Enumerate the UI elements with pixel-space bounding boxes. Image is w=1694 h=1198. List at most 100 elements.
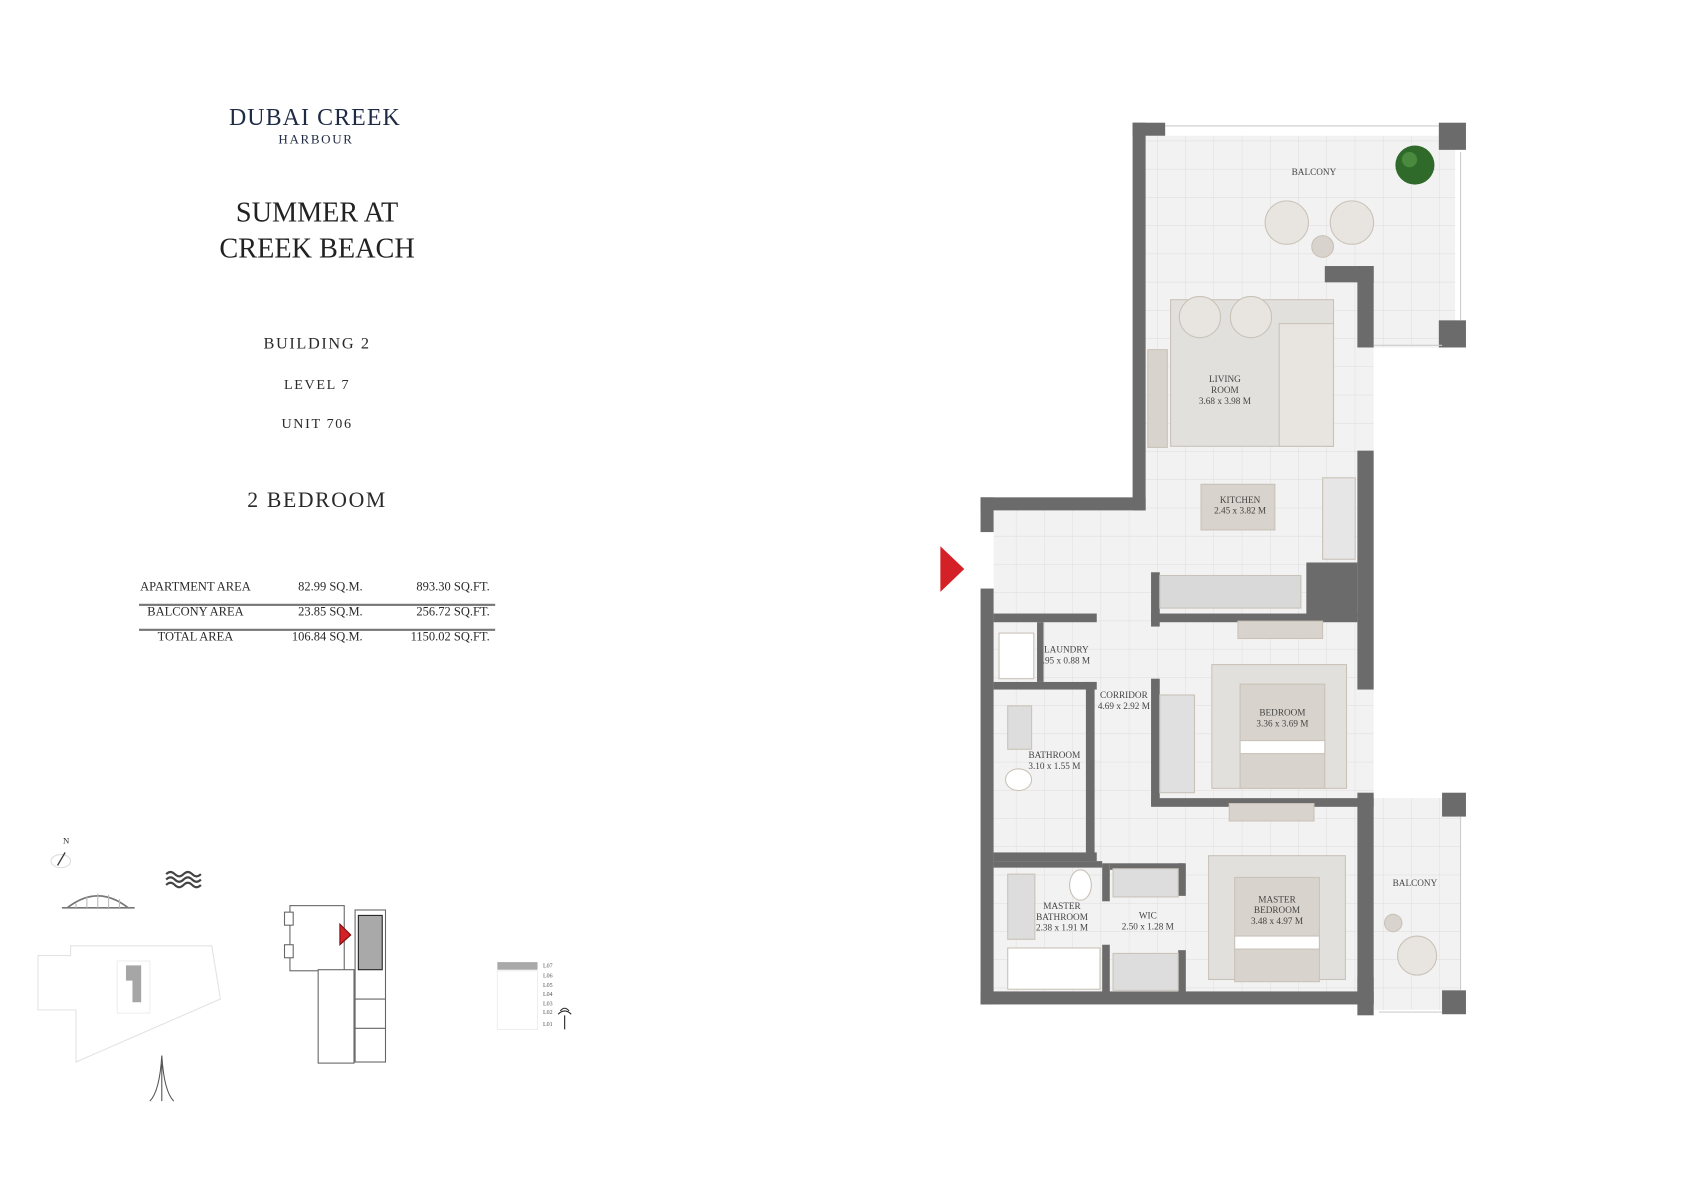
room-name: MASTER <box>1043 900 1081 912</box>
unit-label: UNIT 706 <box>281 414 353 432</box>
level-label: L03 <box>542 1001 553 1008</box>
room-name: WIC <box>1138 909 1157 921</box>
area-sqm: 23.85 SQ.M. <box>298 605 363 619</box>
table-divider <box>138 603 496 606</box>
unit-entrance-marker <box>339 922 352 946</box>
level-label: L06 <box>542 972 553 980</box>
site-plan <box>37 945 222 1063</box>
room-dimensions: 2.45 x 3.82 M <box>1214 504 1267 516</box>
area-sqft: 1150.02 SQ.FT. <box>410 630 490 644</box>
railings <box>1165 125 1462 1013</box>
armchair <box>1178 295 1222 339</box>
walls <box>980 122 1466 1016</box>
armchair <box>1229 295 1273 339</box>
toilet <box>1069 869 1092 901</box>
level-L07-highlight <box>497 962 538 970</box>
room-name: KITCHEN <box>1219 494 1261 505</box>
area-label: APARTMENT AREA <box>140 580 251 594</box>
kitchen-cooktop <box>1322 477 1356 560</box>
area-sqft: 893.30 SQ.FT. <box>416 580 490 594</box>
vanity <box>1007 705 1033 750</box>
room-laundry: LAUNDRY.95 x 0.88 M <box>1043 644 1090 666</box>
room-dimensions: 3.48 x 4.97 M <box>1250 915 1304 927</box>
project-title-line2: CREEK BEACH <box>219 232 415 264</box>
area-sqm: 82.99 SQ.M. <box>298 580 363 594</box>
table-divider <box>138 628 496 631</box>
palm-tree-icon <box>557 1007 572 1030</box>
logo-line1: DUBAI CREEK <box>228 103 401 131</box>
room-name: BEDROOM <box>1253 904 1301 916</box>
room-name: BATHROOM <box>1036 911 1088 922</box>
apartment-floor-plan <box>980 122 1466 1016</box>
project-title-line1: SUMMER AT <box>235 196 399 229</box>
room-dimensions: 3.68 x 3.98 M <box>1198 395 1251 407</box>
area-label: TOTAL AREA <box>157 630 234 644</box>
dresser <box>1237 620 1324 640</box>
wardrobe <box>1159 694 1196 794</box>
room-name: ROOM <box>1211 384 1239 396</box>
room-name: BEDROOM <box>1259 706 1306 718</box>
level-stack <box>496 962 572 1030</box>
area-sqft: 256.72 SQ.FT. <box>416 605 490 619</box>
balcony-side-table <box>1311 235 1335 258</box>
bathtub <box>1007 947 1101 990</box>
room-name: MASTER <box>1258 893 1296 905</box>
logo-line2: HARBOUR <box>278 131 354 147</box>
level-label: L01 <box>542 1021 553 1029</box>
tower-icon <box>149 1055 175 1102</box>
furniture <box>998 200 1438 991</box>
level-label: L05 <box>542 982 553 990</box>
room-name: LIVING <box>1208 373 1241 385</box>
kitchen-counter <box>1159 574 1302 609</box>
north-arrow-icon <box>50 852 72 869</box>
area-label: BALCONY AREA <box>147 605 244 619</box>
room-balcony-bottom: BALCONY <box>1393 877 1438 888</box>
north-label: N <box>62 836 70 846</box>
bridge-icon <box>61 893 135 909</box>
building-key-plan <box>283 905 387 1064</box>
master-bed <box>1234 876 1320 983</box>
room-dimensions: 3.10 x 1.55 M <box>1028 760 1081 771</box>
toilet <box>1005 768 1033 792</box>
unit-highlight <box>357 914 383 971</box>
laundry-unit <box>998 632 1035 680</box>
tv-unit <box>1147 349 1168 448</box>
balcony-chair <box>1329 200 1375 245</box>
sofa <box>1278 323 1335 447</box>
room-dimensions: 3.36 x 3.69 M <box>1256 717 1309 729</box>
balcony-chair <box>1264 200 1310 245</box>
room-name: CORRIDOR <box>1100 689 1148 701</box>
entrance-arrow-icon <box>940 546 965 592</box>
room-dimensions: 2.50 x 1.28 M <box>1121 920 1174 932</box>
wic-shelves <box>1112 952 1179 991</box>
level-label: L02 <box>542 1009 553 1017</box>
room-dimensions: 2.38 x 1.91 M <box>1035 921 1089 933</box>
level-label: L07 <box>542 963 553 970</box>
room-dimensions: .95 x 0.88 M <box>1042 654 1091 666</box>
wic-shelves <box>1112 868 1179 898</box>
balcony-chair <box>1397 935 1438 976</box>
level-label: LEVEL 7 <box>284 375 351 393</box>
unit-type: 2 BEDROOM <box>247 488 387 513</box>
vanity <box>1007 873 1036 940</box>
area-sqm: 106.84 SQ.M. <box>291 630 363 644</box>
building-location-highlight <box>125 965 142 1003</box>
room-balcony-top: BALCONY <box>1292 166 1337 177</box>
level-label: L04 <box>542 991 553 998</box>
room-name: BALCONY <box>1392 877 1438 889</box>
building-label: BUILDING 2 <box>263 335 371 353</box>
room-name: LAUNDRY <box>1044 643 1089 655</box>
room-name: BALCONY <box>1291 166 1337 178</box>
balcony-bottom-floor <box>1373 798 1461 1010</box>
bed <box>1239 683 1326 789</box>
room-name: BATHROOM <box>1028 749 1081 761</box>
